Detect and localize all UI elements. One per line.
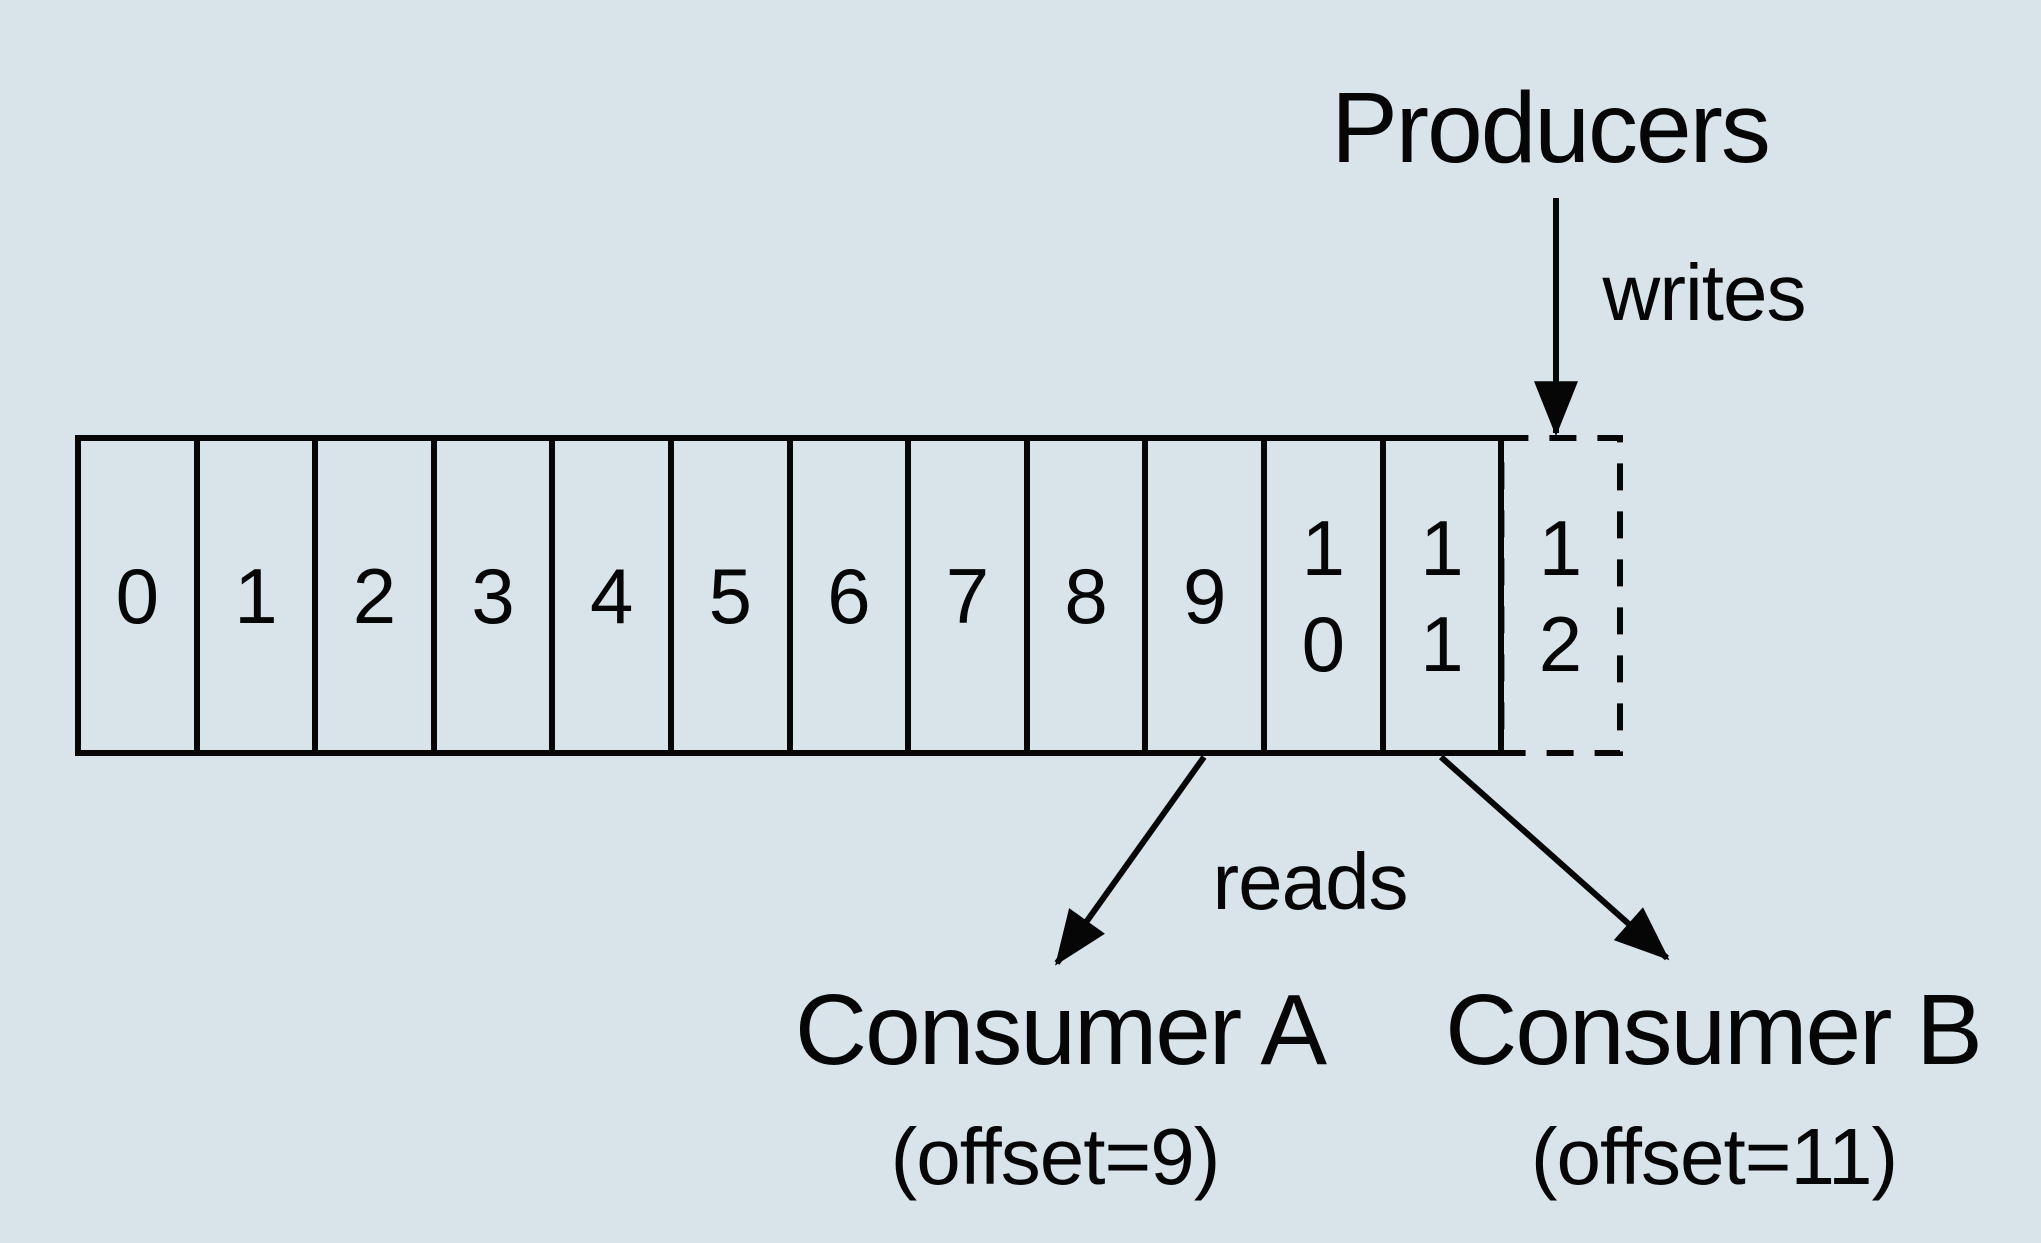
- log-cell-digit: 1: [1538, 503, 1583, 592]
- log-cell-digit: 1: [234, 551, 278, 640]
- consumer-a-offset-label: (offset=9): [890, 1112, 1221, 1201]
- log-cell-digit: 1: [1420, 599, 1464, 688]
- log-cell-digit: 6: [827, 551, 871, 640]
- log-cell-8: 8: [1023, 435, 1149, 756]
- log-cell-digit: 0: [1301, 599, 1345, 688]
- log-cell-digit: 1: [1301, 503, 1345, 592]
- log-cell-2: 2: [312, 435, 437, 756]
- log-cell-9: 9: [1142, 435, 1267, 756]
- log-cell-0: 0: [75, 435, 200, 756]
- producers-label: Producers: [1331, 71, 1771, 184]
- log-cell-digit: 0: [115, 551, 159, 640]
- log-cell-digit: 2: [1538, 599, 1583, 688]
- reads-label: reads: [1212, 837, 1408, 926]
- log-cell-7: 7: [905, 435, 1030, 756]
- log-cell-digit: 8: [1064, 551, 1108, 640]
- consumer-b-offset-label: (offset=11): [1530, 1112, 1898, 1201]
- log-cell-3: 3: [430, 435, 556, 756]
- log-cell-digit: 7: [945, 551, 990, 640]
- log-cell-digit: 5: [708, 551, 752, 640]
- log-cell-digit: 1: [1420, 503, 1464, 592]
- log-cell-digit: 3: [471, 551, 515, 640]
- log-cell-digit: 9: [1182, 551, 1227, 640]
- writes-label: writes: [1602, 248, 1807, 337]
- log-cell-5: 5: [668, 435, 793, 756]
- log-cell-1: 1: [193, 435, 319, 756]
- log-cell-4: 4: [549, 435, 674, 756]
- consumer-a-label: Consumer A: [794, 973, 1327, 1086]
- log-cell-6: 6: [786, 435, 912, 756]
- consumer-b-label: Consumer B: [1445, 973, 1983, 1086]
- log-cell-digit: 4: [589, 551, 634, 640]
- log-cell-digit: 2: [352, 551, 397, 640]
